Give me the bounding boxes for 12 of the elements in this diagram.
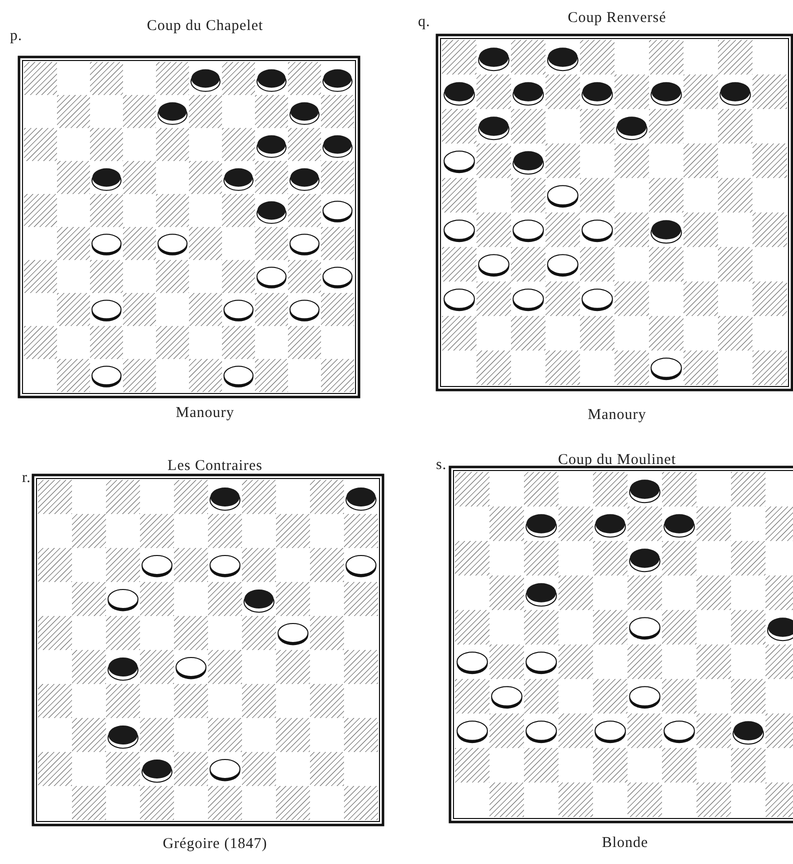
author-caption: Manoury <box>176 405 234 422</box>
figure-letter: r. <box>22 470 31 487</box>
figure-letter: s. <box>436 457 447 474</box>
author-caption: Manoury <box>588 407 646 424</box>
board-title: Coup Renversé <box>568 10 666 27</box>
author-caption: Blonde <box>602 835 648 852</box>
board-title: Coup du Moulinet <box>558 452 676 469</box>
board-title: Coup du Chapelet <box>146 18 264 35</box>
author-caption: Grégoire (1847) <box>162 836 268 853</box>
board-title: Les Contraires <box>168 458 262 475</box>
figure-letter: q. <box>418 14 430 31</box>
figure-letter: p. <box>10 28 22 45</box>
